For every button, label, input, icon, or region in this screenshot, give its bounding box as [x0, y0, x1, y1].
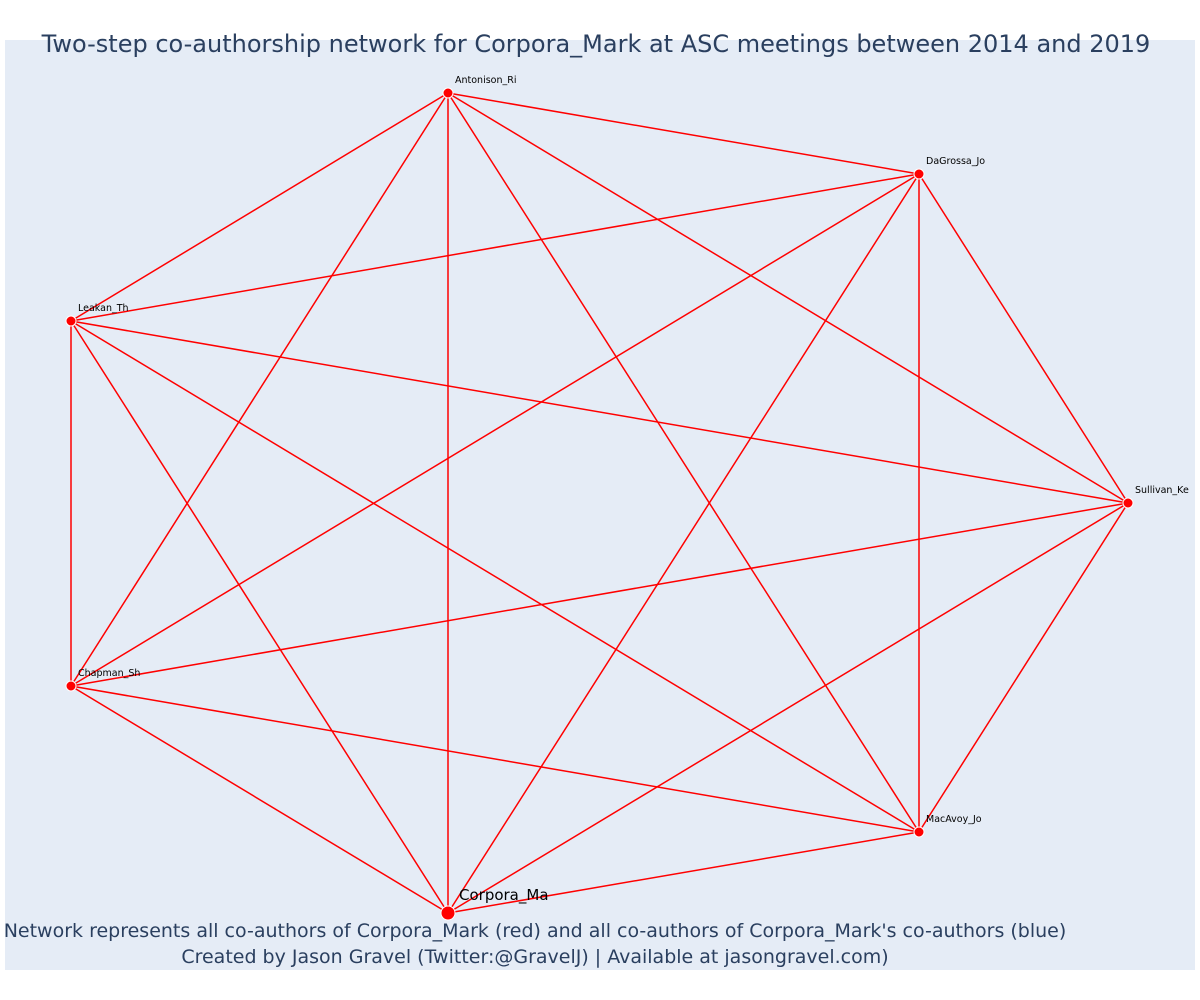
edges-layer: [70, 92, 1129, 914]
edge-Antonison_Ri-DaGrossa_Jo: [447, 92, 920, 175]
node-label-MacAvoy_Jo: MacAvoy_Jo: [926, 814, 982, 825]
edge-Antonison_Ri-Chapman_Sh: [70, 92, 449, 687]
edge-Antonison_Ri-Sullivan_Ke: [447, 92, 1129, 504]
plot-area: [5, 40, 1195, 970]
edge-Corpora_Ma-Chapman_Sh: [70, 685, 449, 914]
edge-Leakan_Th-Sullivan_Ke: [70, 320, 1129, 504]
chart-title: Two-step co-authorship network for Corpo…: [41, 30, 1151, 58]
node-DaGrossa_Jo[interactable]: [913, 168, 925, 180]
edge-DaGrossa_Jo-Sullivan_Ke: [918, 173, 1129, 504]
node-label-DaGrossa_Jo: DaGrossa_Jo: [926, 156, 985, 167]
node-label-Leakan_Th: Leakan_Th: [78, 303, 129, 314]
node-label-Antonison_Ri: Antonison_Ri: [455, 75, 517, 86]
edge-Sullivan_Ke-MacAvoy_Jo: [918, 502, 1129, 833]
node-Corpora_Ma[interactable]: [440, 905, 456, 921]
edge-Chapman_Sh-MacAvoy_Jo: [70, 685, 920, 833]
edge-Corpora_Ma-MacAvoy_Jo: [447, 831, 920, 914]
node-Sullivan_Ke[interactable]: [1122, 497, 1134, 509]
edge-Antonison_Ri-MacAvoy_Jo: [447, 92, 920, 833]
nodes-layer: [65, 87, 1134, 921]
node-label-Chapman_Sh: Chapman_Sh: [78, 668, 140, 679]
edge-DaGrossa_Jo-Leakan_Th: [70, 173, 920, 322]
node-label-Sullivan_Ke: Sullivan_Ke: [1135, 485, 1189, 496]
node-Antonison_Ri[interactable]: [442, 87, 454, 99]
edge-Sullivan_Ke-Chapman_Sh: [70, 502, 1129, 687]
footnote-legend: Network represents all co-authors of Cor…: [3, 920, 1067, 942]
labels-layer: Antonison_RiDaGrossa_JoLeakan_ThSullivan…: [78, 75, 1189, 905]
node-Chapman_Sh[interactable]: [65, 680, 77, 692]
node-label-Corpora_Ma: Corpora_Ma: [459, 886, 549, 905]
node-Leakan_Th[interactable]: [65, 315, 77, 327]
edge-Corpora_Ma-Leakan_Th: [70, 320, 449, 914]
node-MacAvoy_Jo[interactable]: [913, 826, 925, 838]
edge-Corpora_Ma-DaGrossa_Jo: [447, 173, 920, 914]
edge-DaGrossa_Jo-Chapman_Sh: [70, 173, 920, 687]
edge-Antonison_Ri-Leakan_Th: [70, 92, 449, 322]
footnote-credit: Created by Jason Gravel (Twitter:@Gravel…: [181, 946, 889, 968]
edge-Corpora_Ma-Sullivan_Ke: [447, 502, 1129, 914]
edge-Leakan_Th-MacAvoy_Jo: [70, 320, 920, 833]
